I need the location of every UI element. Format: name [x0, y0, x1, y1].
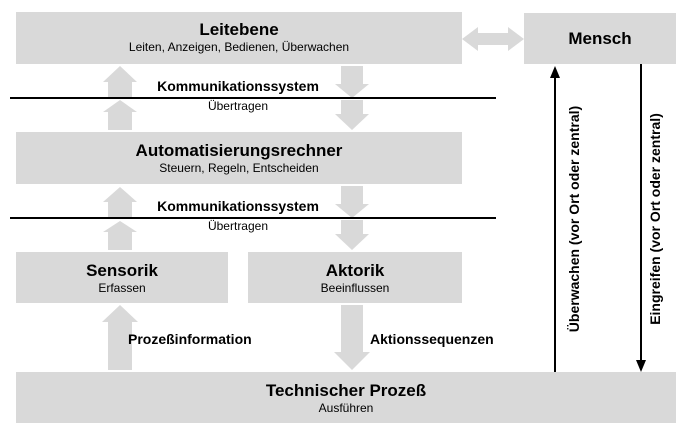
down-arrow-1 [335, 66, 369, 98]
technischer-prozess-subtitle: Ausführen [318, 401, 374, 415]
double-arrow [462, 27, 524, 51]
up-arrow-1 [103, 66, 137, 97]
aktionssequenzen-label: Aktionssequenzen [370, 331, 494, 347]
automatisierung-title: Automatisierungsrechner [135, 141, 343, 160]
down-arrow-4 [335, 220, 369, 250]
eingreifen-arrowhead [636, 360, 646, 372]
aktorik-subtitle: Beeinflussen [320, 281, 390, 295]
sensorik-box: Sensorik Erfassen [16, 252, 228, 303]
mensch-title: Mensch [568, 29, 632, 48]
komm1-subtitle: Übertragen [207, 99, 269, 113]
leitebene-subtitle: Leiten, Anzeigen, Bedienen, Überwachen [128, 40, 350, 54]
technischer-prozess-box: Technischer Prozeß Ausführen [16, 372, 676, 423]
down-arrow-3 [335, 186, 369, 218]
up-arrow-2 [103, 100, 137, 130]
sensorik-title: Sensorik [86, 261, 158, 280]
eingreifen-label: Eingreifen (vor Ort oder zentral) [647, 113, 663, 325]
aktorik-box: Aktorik Beeinflussen [248, 252, 462, 303]
leitebene-box: Leitebene Leiten, Anzeigen, Bedienen, Üb… [16, 12, 462, 64]
technischer-prozess-title: Technischer Prozeß [265, 381, 427, 400]
sensorik-subtitle: Erfassen [98, 281, 146, 295]
ueberwachen-label: Überwachen (vor Ort oder zentral) [566, 105, 582, 333]
prozessinfo-label: Prozeßinformation [128, 331, 252, 347]
up-arrow-5 [102, 305, 138, 370]
komm2-title: Kommunikationssystem [157, 198, 319, 214]
komm2-subtitle: Übertragen [207, 219, 269, 233]
up-arrow-4 [103, 221, 137, 250]
automatisierung-subtitle: Steuern, Regeln, Entscheiden [159, 161, 319, 175]
leitebene-title: Leitebene [199, 20, 279, 39]
down-arrow-5 [334, 305, 370, 370]
up-arrow-3 [103, 187, 137, 218]
komm1-title: Kommunikationssystem [157, 78, 319, 94]
mensch-box: Mensch [524, 13, 676, 64]
komm1-line [10, 97, 496, 99]
automatisierung-box: Automatisierungsrechner Steuern, Regeln,… [16, 132, 462, 184]
ueberwachen-arrowhead [550, 66, 560, 78]
komm2-line [10, 217, 496, 219]
down-arrow-2 [335, 100, 369, 130]
aktorik-title: Aktorik [325, 261, 385, 280]
